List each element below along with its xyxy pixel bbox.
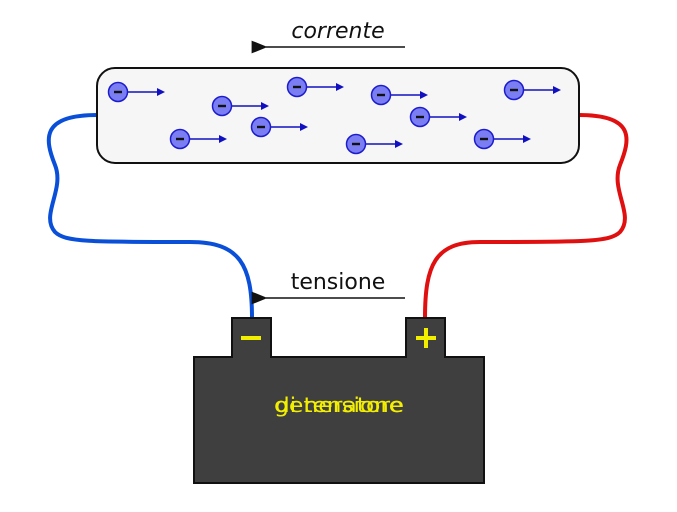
negative-terminal-sign: [241, 336, 261, 340]
electron: [345, 133, 403, 155]
battery-label-di-tensione: di tensione: [275, 393, 403, 417]
electron-arrowhead: [157, 88, 165, 96]
electron-minus-sign: [510, 88, 518, 92]
battery-label-generatore: generatore: [274, 393, 404, 417]
electron: [409, 106, 467, 128]
electron: [169, 128, 227, 150]
electron-minus-sign: [352, 142, 360, 146]
electron: [503, 79, 561, 101]
current-label: corrente: [291, 19, 384, 44]
electron: [286, 76, 344, 98]
negative-wire: [46, 113, 254, 319]
electron-minus-sign: [218, 104, 226, 108]
electron-arrowhead: [420, 91, 428, 99]
positive-wire: [423, 113, 629, 319]
electron: [211, 95, 269, 117]
electron-arrowhead: [395, 140, 403, 148]
electron-arrowhead: [300, 123, 308, 131]
electron-arrowhead: [336, 83, 344, 91]
battery-body: [193, 317, 485, 484]
battery: generatore di tensione: [193, 317, 485, 484]
electron: [250, 116, 308, 138]
electron-minus-sign: [293, 85, 301, 89]
electron-arrowhead: [553, 86, 561, 94]
electron-minus-sign: [257, 125, 265, 129]
electron-minus-sign: [377, 93, 385, 97]
electron-minus-sign: [114, 90, 122, 94]
electron-minus-sign: [480, 137, 488, 141]
electron-arrowhead: [261, 102, 269, 110]
electron-minus-sign: [416, 115, 424, 119]
electron: [107, 81, 165, 103]
positive-terminal-sign: [416, 328, 436, 348]
electron: [370, 84, 428, 106]
conductor: [96, 67, 580, 164]
electron-minus-sign: [176, 137, 184, 141]
electron-arrowhead: [523, 135, 531, 143]
voltage-label: tensione: [291, 270, 386, 295]
electrons-group: [107, 76, 561, 155]
electron-arrowhead: [219, 135, 227, 143]
electron: [473, 128, 531, 150]
electron-arrowhead: [459, 113, 467, 121]
